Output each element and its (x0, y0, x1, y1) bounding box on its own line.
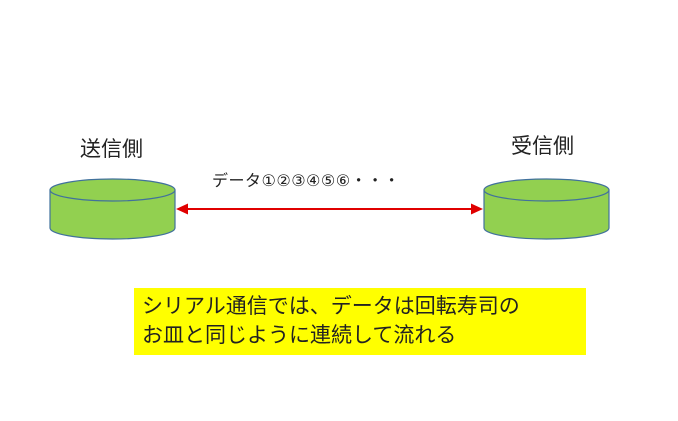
sender-cylinder (49, 178, 176, 240)
note-box: シリアル通信では、データは回転寿司の お皿と同じように連続して流れる (134, 288, 586, 355)
arrow-head-left (176, 203, 188, 215)
arrow-head-right (471, 203, 483, 215)
bidirectional-arrow (176, 203, 483, 215)
note-line-2: お皿と同じように連続して流れる (142, 323, 457, 347)
receiver-label: 受信側 (511, 134, 574, 158)
sender-label: 送信側 (80, 137, 143, 161)
note-line-1: シリアル通信では、データは回転寿司の (142, 294, 520, 318)
receiver-cylinder (483, 178, 610, 240)
data-sequence-label: データ①②③④⑤⑥・・・ (212, 171, 401, 190)
